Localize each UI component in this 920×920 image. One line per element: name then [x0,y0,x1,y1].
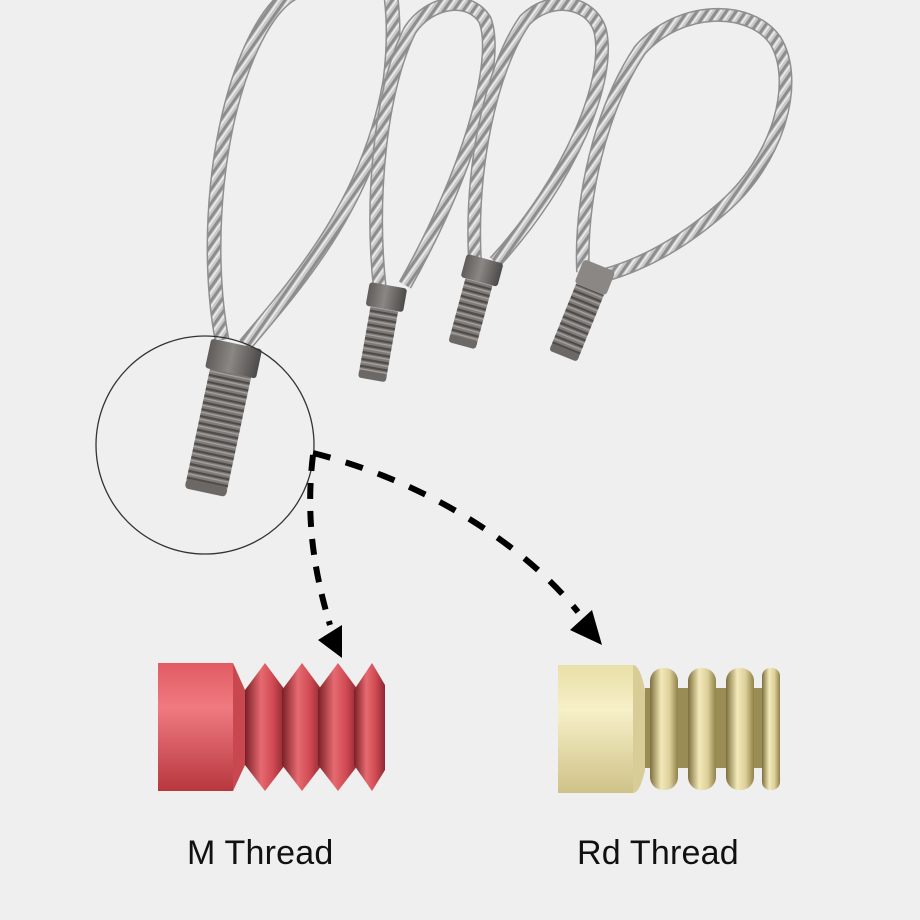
dashed-arrow-to-m-thread [307,454,342,658]
stud-terminal-2 [358,282,407,382]
dashed-arrow-to-rd-thread [312,450,602,645]
wire-rope-loop-4 [575,8,793,282]
stud-terminal-4 [550,260,615,361]
wire-rope-loop-1 [206,0,401,350]
stud-terminal-3 [449,254,503,349]
highlight-circle [95,335,315,555]
rd-thread-illustration [558,665,780,793]
wire-rope-loop-3 [467,0,610,267]
wire-rope-loop-2 [369,0,496,291]
m-thread-illustration [158,663,385,791]
stud-terminal-1 [185,339,262,497]
m-thread-label: M Thread [187,834,334,872]
rd-thread-label: Rd Thread [577,834,739,872]
